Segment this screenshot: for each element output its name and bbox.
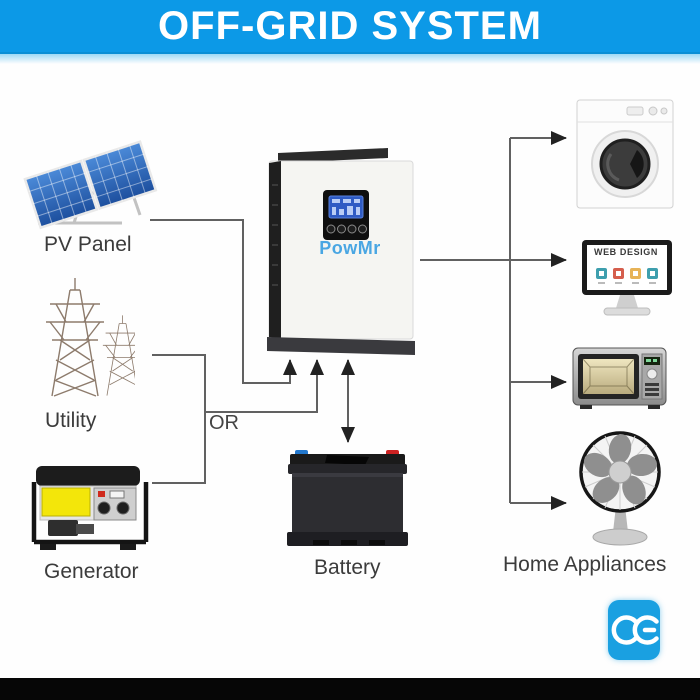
generator-control-panel [93,487,137,521]
utility-towers-icon [46,278,135,397]
microwave-icon [572,347,667,409]
fan-blades [583,434,657,505]
tall-tower [46,278,104,397]
page-title: OFF-GRID SYSTEM [158,4,542,48]
washing-machine-icon [576,99,674,209]
monitor-icon [582,240,672,316]
generator-foot [40,544,56,550]
washer-door [591,130,659,198]
ce-mark-icon [611,615,659,645]
generator-label: Generator [44,560,139,583]
inverter-control-panel [323,190,369,240]
header-banner [0,0,700,54]
battery-rim [288,464,407,474]
generator-yellow-panel [41,487,91,517]
microwave-foot [580,405,592,409]
fan-icon [579,431,661,546]
microwave-window [583,359,634,394]
inverter-mount-bracket [278,148,388,163]
generator-icon [31,466,149,550]
utility-label: Utility [45,409,97,432]
microwave-control-panel [641,353,663,400]
fan-base [592,528,648,546]
header-fade [0,54,700,64]
home-appliances-label: Home Appliances [503,553,667,576]
generator-tank [36,466,140,486]
pv-to-inverter-line [150,219,297,384]
inverter-base [267,337,415,355]
battery-icon [287,450,408,546]
inverter-icon [267,148,415,355]
or-branch-to-inverter-line [205,359,324,413]
monitor-screen-title: WEB DESIGN [593,247,658,257]
monitor-neck [616,295,638,308]
monitor-screen-icons [596,268,658,284]
pv-panel-label: PV Panel [44,233,132,256]
microwave-foot [648,405,660,409]
solar-panel-icon [23,140,158,230]
panel-array [23,140,158,230]
fan-hub [608,460,632,484]
monitor-base [603,307,651,316]
generator-frame [31,482,149,545]
battery-case-highlight [292,473,403,477]
washer-controls [626,106,668,116]
inverter-side-vents [269,161,281,339]
or-label: OR [209,412,239,434]
battery-case [292,473,403,533]
ce-mark-badge [608,600,660,660]
footer-bar [0,678,700,700]
inverter-brand-label: PowMr [319,238,381,258]
utility-generator-trunk-line [152,354,206,484]
short-tower [102,315,135,396]
generator-foot [120,544,136,550]
generator-engine [48,520,78,536]
generator-muffler [76,524,94,534]
microwave-cavity-lines [582,358,635,395]
battery-label: Battery [314,556,381,579]
battery-handle [325,455,369,465]
